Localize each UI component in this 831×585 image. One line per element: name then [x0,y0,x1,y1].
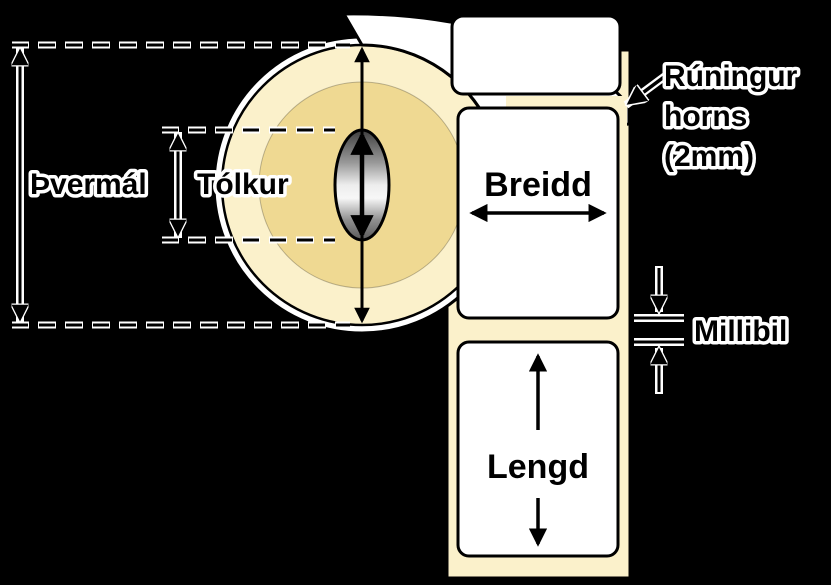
diameter-measurement: Þvermál [12,41,350,329]
length-label: Lengd [456,340,620,558]
gap-annotation: Millibil [634,266,791,394]
diameter-label-text: Þvermál [30,168,147,201]
core-measurement: Tólkur [162,126,335,244]
gap-label-text: Millibil [694,315,787,348]
length-label-face [456,340,620,558]
width-label-text: Breidd [484,166,592,204]
corner-text-line2: horns [664,100,747,133]
core-label-text: Tólkur [197,168,289,201]
corner-annotation: Rúningur horns (2mm) [623,57,801,177]
top-partial-label [450,14,622,96]
corner-text-line1: Rúningur [664,60,798,93]
width-label: Breidd [456,106,620,320]
length-label-text: Lengd [487,448,589,486]
corner-pointer-arrow [629,66,678,103]
corner-text-line3: (2mm) [664,140,754,173]
